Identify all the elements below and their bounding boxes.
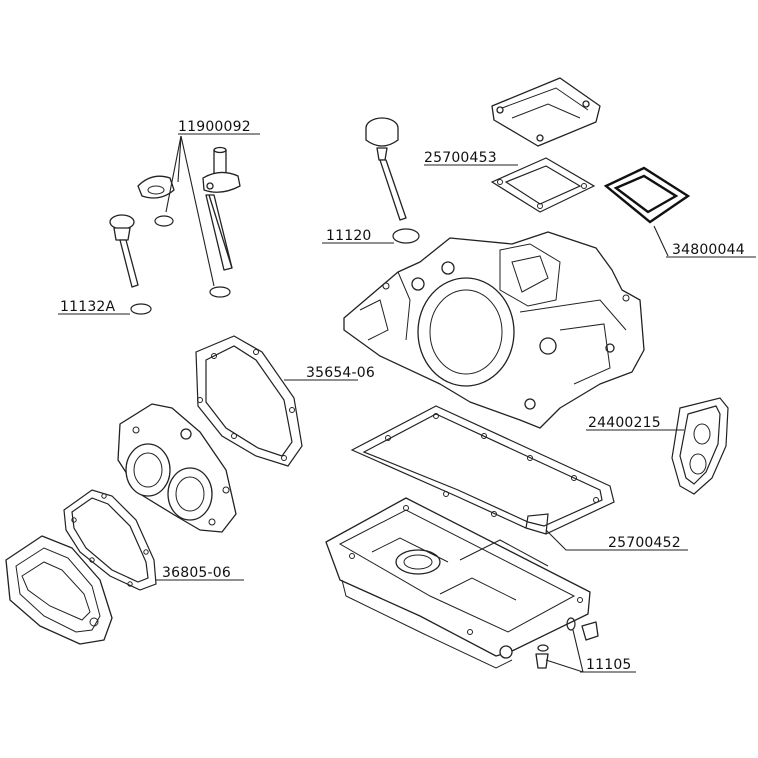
side-cover-gasket-35654-06 xyxy=(195,335,358,467)
bearing-housing xyxy=(117,403,237,533)
part-number-36805-06: 36805-06 xyxy=(162,565,231,581)
part-number-11132A: 11132A xyxy=(60,299,116,315)
top-cover-assembly xyxy=(424,77,601,213)
part-number-11900092: 11900092 xyxy=(178,119,251,135)
part-number-24400215: 24400215 xyxy=(588,415,661,431)
outer-cover-gasket-36805-06 xyxy=(63,489,244,591)
oil-pan-gasket-25700452 xyxy=(350,405,688,551)
oil-filler-tube-assembly xyxy=(137,133,260,298)
part-number-25700452: 25700452 xyxy=(608,535,681,551)
transmission-housing xyxy=(343,231,645,429)
oil-pan xyxy=(325,497,591,669)
derby-cover xyxy=(5,535,113,645)
cover-gasket-34800044 xyxy=(603,166,756,258)
drain-plug-assembly xyxy=(58,214,152,315)
part-number-25700453: 25700453 xyxy=(424,150,497,166)
part-number-35654-06: 35654-06 xyxy=(306,365,375,381)
part-number-34800044: 34800044 xyxy=(672,242,745,258)
part-number-11105: 11105 xyxy=(586,657,632,673)
dipstick-assembly xyxy=(322,117,420,244)
drain-plugs-11105 xyxy=(535,617,636,673)
part-number-11120: 11120 xyxy=(326,228,372,244)
small-gasket-24400215 xyxy=(586,397,729,495)
